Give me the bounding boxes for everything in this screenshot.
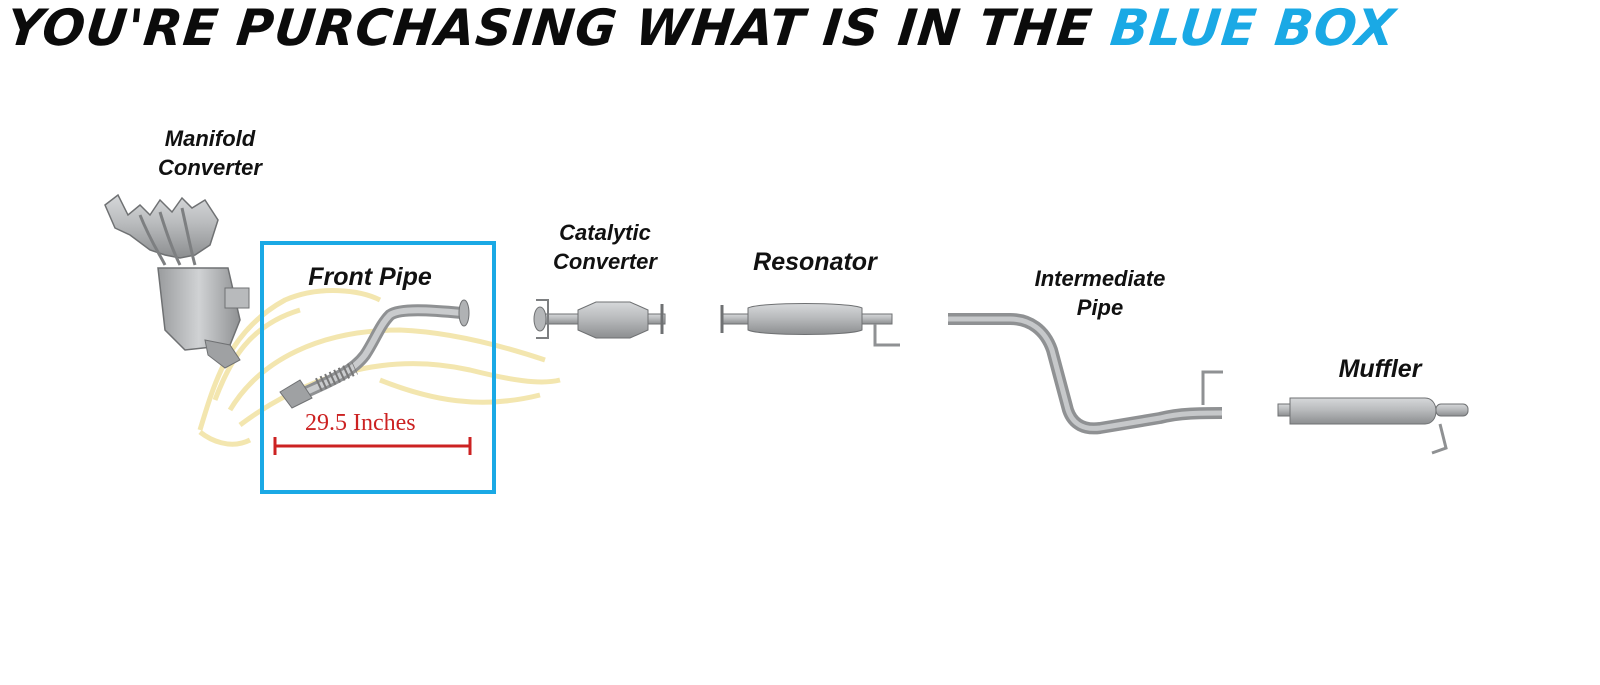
intermediate-pipe-part — [948, 313, 1223, 435]
intermediate-label-line2: Pipe — [1076, 295, 1124, 320]
catalytic-label-line1: Catalytic — [559, 220, 651, 245]
resonator-label: Resonator — [753, 248, 877, 276]
muffler-part — [1277, 397, 1469, 455]
manifold-converter-part — [104, 193, 250, 369]
catalytic-converter-label: Catalytic Converter — [532, 218, 678, 276]
manifold-converter-label: Manifold Converter — [140, 124, 280, 182]
intermediate-label-line1: Intermediate — [1034, 266, 1166, 291]
selection-box — [260, 241, 496, 494]
intermediate-pipe-label: Intermediate Pipe — [1010, 264, 1190, 322]
front-pipe-part — [279, 299, 470, 409]
resonator-part — [720, 303, 900, 347]
measurement-line — [273, 437, 472, 455]
front-pipe-measurement: 29.5 Inches — [305, 410, 416, 436]
manifold-label-line2: Converter — [158, 155, 262, 180]
catalytic-label-line2: Converter — [553, 249, 657, 274]
front-pipe-label: Front Pipe — [308, 263, 432, 291]
manifold-label-line1: Manifold — [164, 126, 256, 151]
muffler-label: Muffler — [1338, 355, 1422, 383]
catalytic-converter-part — [533, 299, 666, 339]
